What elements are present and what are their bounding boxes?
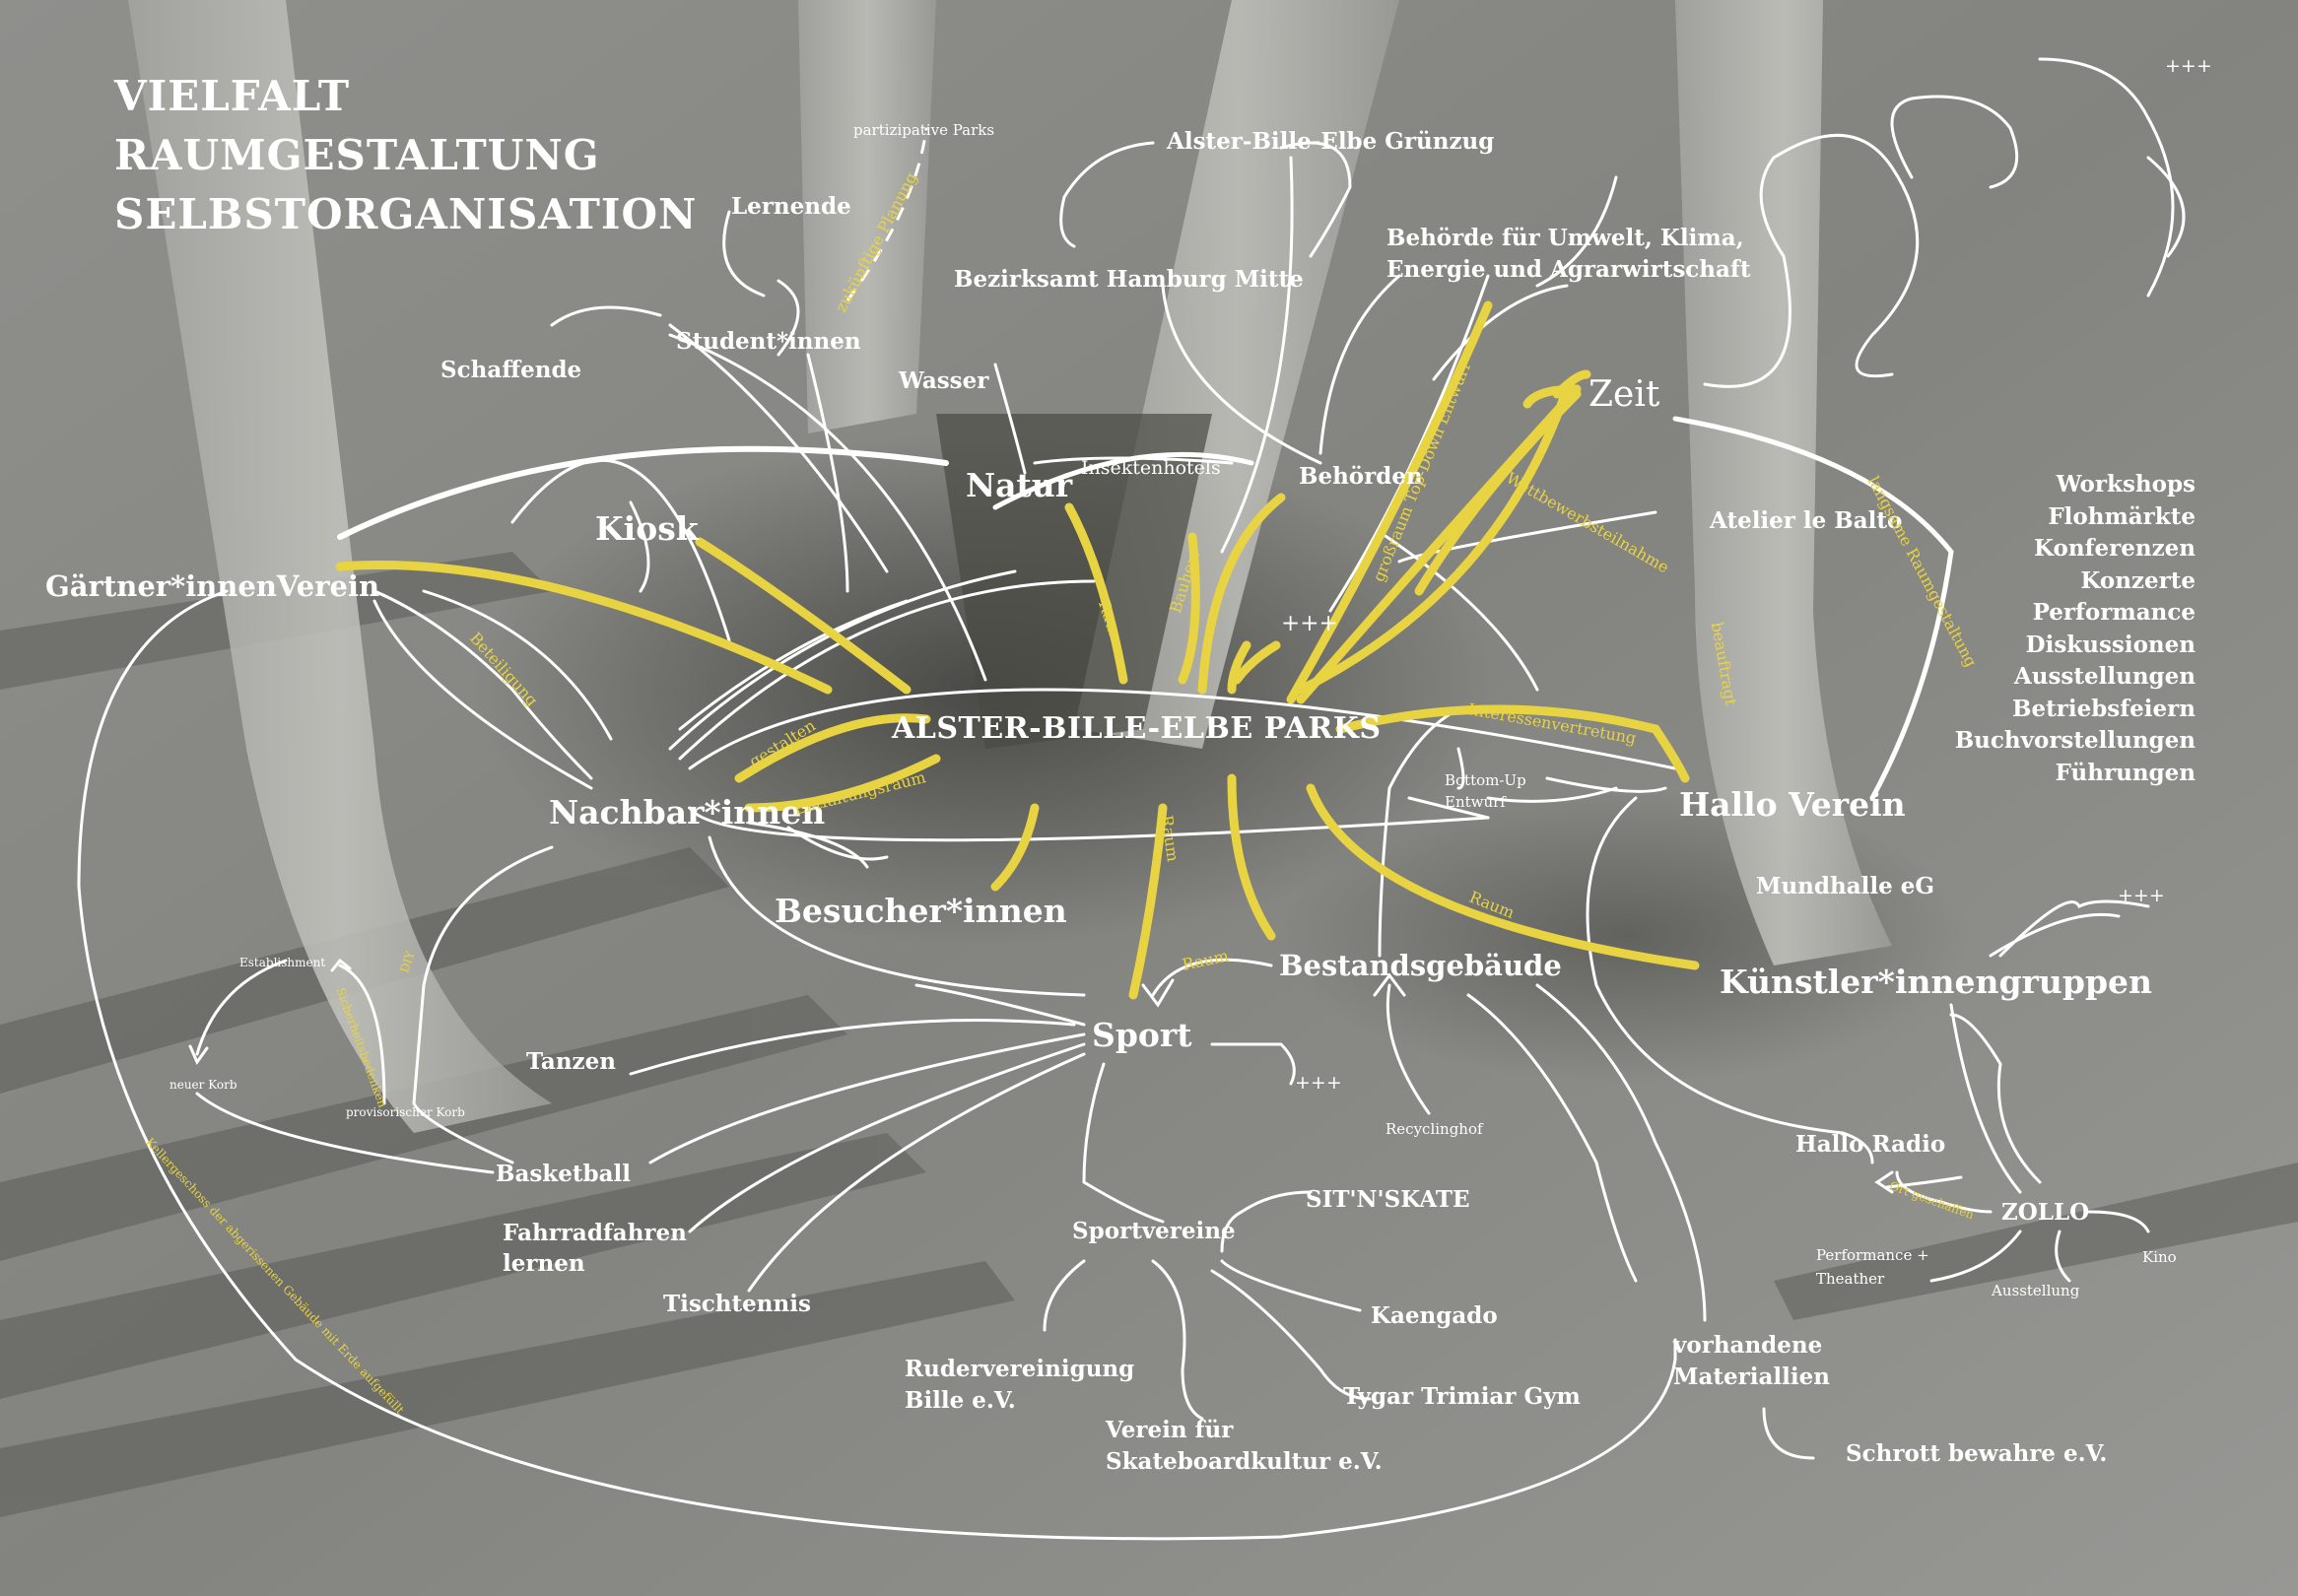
node-zeit: Zeit [1588, 374, 1660, 415]
node-materialien-2: Materiallien [1673, 1363, 1830, 1390]
node-neuer-korb: neuer Korb [169, 1078, 237, 1092]
node-ruder-1: Rudervereinigung [905, 1356, 1135, 1382]
node-fahrrad-2: lernen [503, 1250, 585, 1277]
node-behoerde-umwelt-1: Behörde für Umwelt, Klima, [1386, 225, 1744, 251]
node-materialien-1: vorhandene [1673, 1332, 1823, 1359]
node-schrott: Schrott bewahre e.V. [1846, 1440, 2108, 1467]
activity-item: Führungen [2055, 759, 2196, 786]
node-plus-center: +++ [1281, 611, 1338, 636]
activity-item: Diskussionen [2025, 631, 2196, 658]
node-partizipative: partizipative Parks [853, 121, 995, 139]
node-fahrrad-1: Fahrradfahren [503, 1220, 687, 1246]
activity-item: Ausstellungen [2013, 663, 2196, 690]
activity-item: Betriebsfeiern [2012, 695, 2196, 722]
node-student: Student*innen [676, 328, 861, 355]
node-ruder-2: Bille e.V. [905, 1387, 1016, 1414]
node-hallo-verein: Hallo Verein [1679, 785, 1906, 824]
node-atelier: Atelier le Balto [1710, 507, 1903, 534]
node-sportvereine: Sportvereine [1072, 1218, 1236, 1244]
node-skate-1: Verein für [1106, 1417, 1234, 1443]
node-recycling: Recyclinghof [1386, 1120, 1483, 1138]
node-nachbar: Nachbar*innen [549, 793, 826, 831]
node-ausstellung: Ausstellung [1992, 1282, 2080, 1299]
node-establishment: Establishment [239, 956, 326, 969]
node-hallo-radio: Hallo Radio [1795, 1131, 1946, 1158]
activities-list: Workshops Flohmärkte Konferenzen Konzert… [1955, 469, 2196, 789]
node-insekten: Insektenhotels [1081, 457, 1221, 479]
node-tanzen: Tanzen [526, 1048, 616, 1075]
node-kaengado: Kaengado [1371, 1302, 1498, 1329]
node-kuenstler: Künstler*innengruppen [1720, 963, 2153, 1001]
node-besucher: Besucher*innen [775, 892, 1067, 930]
node-bottomup-2: Entwurf [1445, 793, 1506, 811]
node-sitnskate: SIT'N'SKATE [1306, 1186, 1470, 1213]
center-node: ALSTER-BILLE-ELBE PARKS [892, 711, 1382, 746]
node-tischtennis: Tischtennis [663, 1291, 811, 1317]
node-bestand: Bestandsgebäude [1279, 949, 1562, 982]
node-tygar: Tygar Trimiar Gym [1343, 1383, 1581, 1410]
node-bezirksamt: Bezirksamt Hamburg Mitte [954, 266, 1304, 293]
node-gaertner: Gärtner*innenVerein [45, 569, 380, 603]
activity-item: Workshops [2056, 471, 2196, 498]
node-performance-2: Theather [1816, 1270, 1885, 1288]
node-plus-kuenstler: +++ [2118, 885, 2165, 906]
activity-item: Performance [2032, 599, 2196, 626]
heading-vielfalt: VIELFALT [114, 72, 351, 120]
node-sport: Sport [1092, 1016, 1192, 1054]
node-bottomup-1: Bottom-Up [1445, 771, 1526, 789]
activity-item: Konzerte [2080, 566, 2196, 594]
node-plus-sport: +++ [1295, 1072, 1342, 1094]
activity-item: Konferenzen [2034, 535, 2196, 562]
node-zollo: ZOLLO [2001, 1199, 2090, 1226]
node-behoerden: Behörden [1299, 463, 1423, 490]
node-lernende: Lernende [731, 193, 851, 220]
node-basketball: Basketball [496, 1161, 631, 1187]
node-mundhalle: Mundhalle eG [1756, 873, 1935, 899]
node-natur: Natur [966, 466, 1073, 504]
heading-selbstorganisation: SELBSTORGANISATION [114, 190, 698, 238]
node-skate-2: Skateboardkultur e.V. [1106, 1448, 1383, 1475]
heading-raumgestaltung: RAUMGESTALTUNG [114, 131, 600, 179]
activity-item: Flohmärkte [2048, 502, 2196, 530]
node-wasser: Wasser [899, 367, 989, 394]
node-plus-top: +++ [2165, 55, 2212, 77]
node-gruenzug: Alster-Bille-Elbe Grünzug [1167, 128, 1495, 155]
activity-item: Buchvorstellungen [1954, 727, 2196, 754]
node-kino: Kino [2142, 1248, 2177, 1266]
node-kiosk: Kiosk [595, 509, 699, 548]
node-performance-1: Performance + [1816, 1246, 1929, 1264]
node-schaffende: Schaffende [440, 357, 582, 383]
node-provisorischer-korb: provisorischer Korb [346, 1105, 465, 1119]
node-behoerde-umwelt-2: Energie und Agrarwirtschaft [1386, 256, 1751, 283]
